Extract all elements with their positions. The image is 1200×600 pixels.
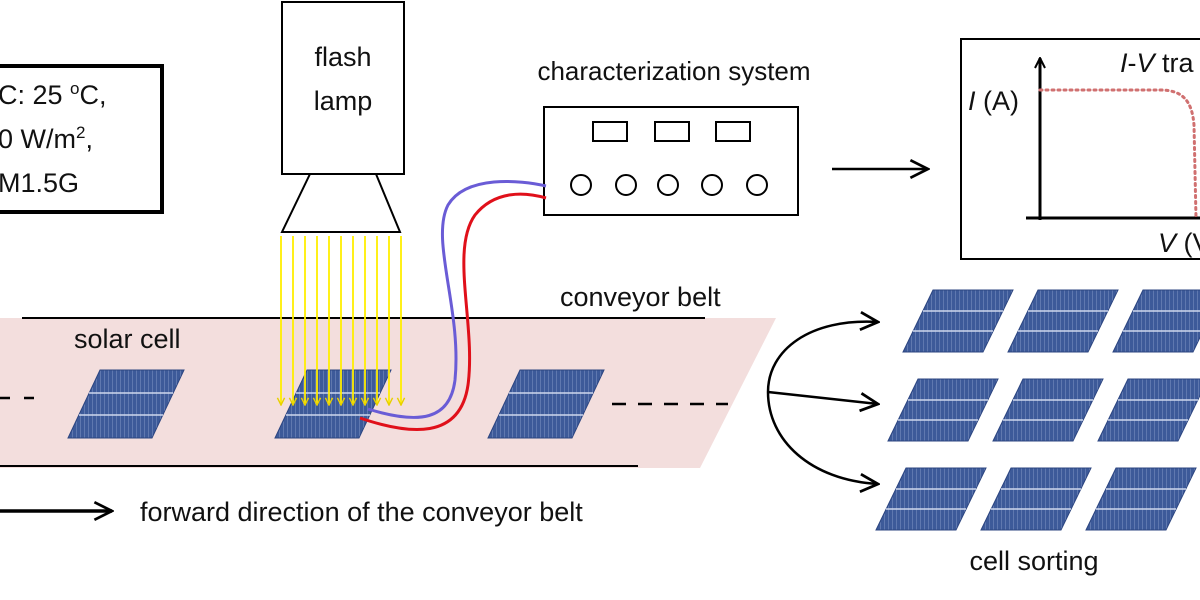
system-knob-1 bbox=[570, 174, 592, 196]
system-knob-3 bbox=[657, 174, 679, 196]
solar-cell bbox=[875, 467, 987, 531]
belt-surface bbox=[0, 318, 776, 468]
flash-light-rays bbox=[281, 236, 401, 405]
solar-cell bbox=[1007, 289, 1119, 353]
belt-label: conveyor belt bbox=[560, 282, 721, 312]
system-knob-4 bbox=[701, 174, 723, 196]
system-display-1 bbox=[592, 121, 628, 142]
solar-cell bbox=[992, 378, 1104, 442]
belt-solar-cells bbox=[67, 369, 605, 439]
probe-wire-red bbox=[359, 192, 547, 432]
solar-cell bbox=[67, 369, 185, 439]
solar-cell bbox=[487, 369, 605, 439]
cell-sorting-label: cell sorting bbox=[969, 546, 1098, 576]
solar-cell bbox=[1112, 289, 1200, 353]
solar-cell bbox=[1085, 467, 1197, 531]
characterization-system: characterization system bbox=[537, 56, 811, 216]
sort-arrow-middle bbox=[767, 390, 878, 404]
system-title: characterization system bbox=[537, 56, 810, 86]
system-knob-2 bbox=[615, 174, 637, 196]
sorting-arrows bbox=[766, 322, 878, 484]
conveyor-belt: conveyor belt solar cell bbox=[0, 282, 776, 468]
lamp-reflector bbox=[280, 173, 402, 233]
iv-plot-title: I-V tra bbox=[1120, 48, 1195, 78]
solar-cell bbox=[902, 289, 1014, 353]
forward-direction: forward direction of the conveyor belt bbox=[0, 497, 583, 527]
iv-curve bbox=[1038, 88, 1198, 220]
probe-wire-blue bbox=[367, 179, 547, 419]
iv-plot-frame bbox=[960, 38, 1200, 260]
conditions-spectrum: M1.5G bbox=[0, 168, 79, 198]
sort-arrow-bottom bbox=[766, 391, 878, 484]
forward-direction-label: forward direction of the conveyor belt bbox=[140, 497, 583, 527]
iv-curve-plot: I-V tra I (A) V (V bbox=[960, 38, 1200, 260]
system-display-3 bbox=[715, 121, 751, 142]
solar-cell bbox=[980, 467, 1092, 531]
lamp-label-line2: lamp bbox=[314, 86, 373, 116]
conditions-irradiance: 0 W/m2, bbox=[0, 123, 93, 154]
solar-cell bbox=[1097, 378, 1200, 442]
sorted-cells bbox=[875, 289, 1200, 531]
lamp-label-line1: flash bbox=[314, 42, 371, 72]
sort-arrow-top bbox=[766, 322, 878, 393]
conditions-temperature: C: 25 oC, bbox=[0, 79, 107, 110]
test-conditions-box: C: 25 oC, 0 W/m2, M1.5G bbox=[0, 64, 164, 214]
system-display-2 bbox=[654, 121, 690, 142]
solar-cell bbox=[887, 378, 999, 442]
iv-x-label: V (V bbox=[1158, 228, 1200, 258]
flash-lamp: flash lamp bbox=[280, 1, 405, 233]
solar-cell-label: solar cell bbox=[74, 324, 181, 354]
system-knob-5 bbox=[746, 174, 768, 196]
iv-y-label: I (A) bbox=[968, 86, 1019, 116]
